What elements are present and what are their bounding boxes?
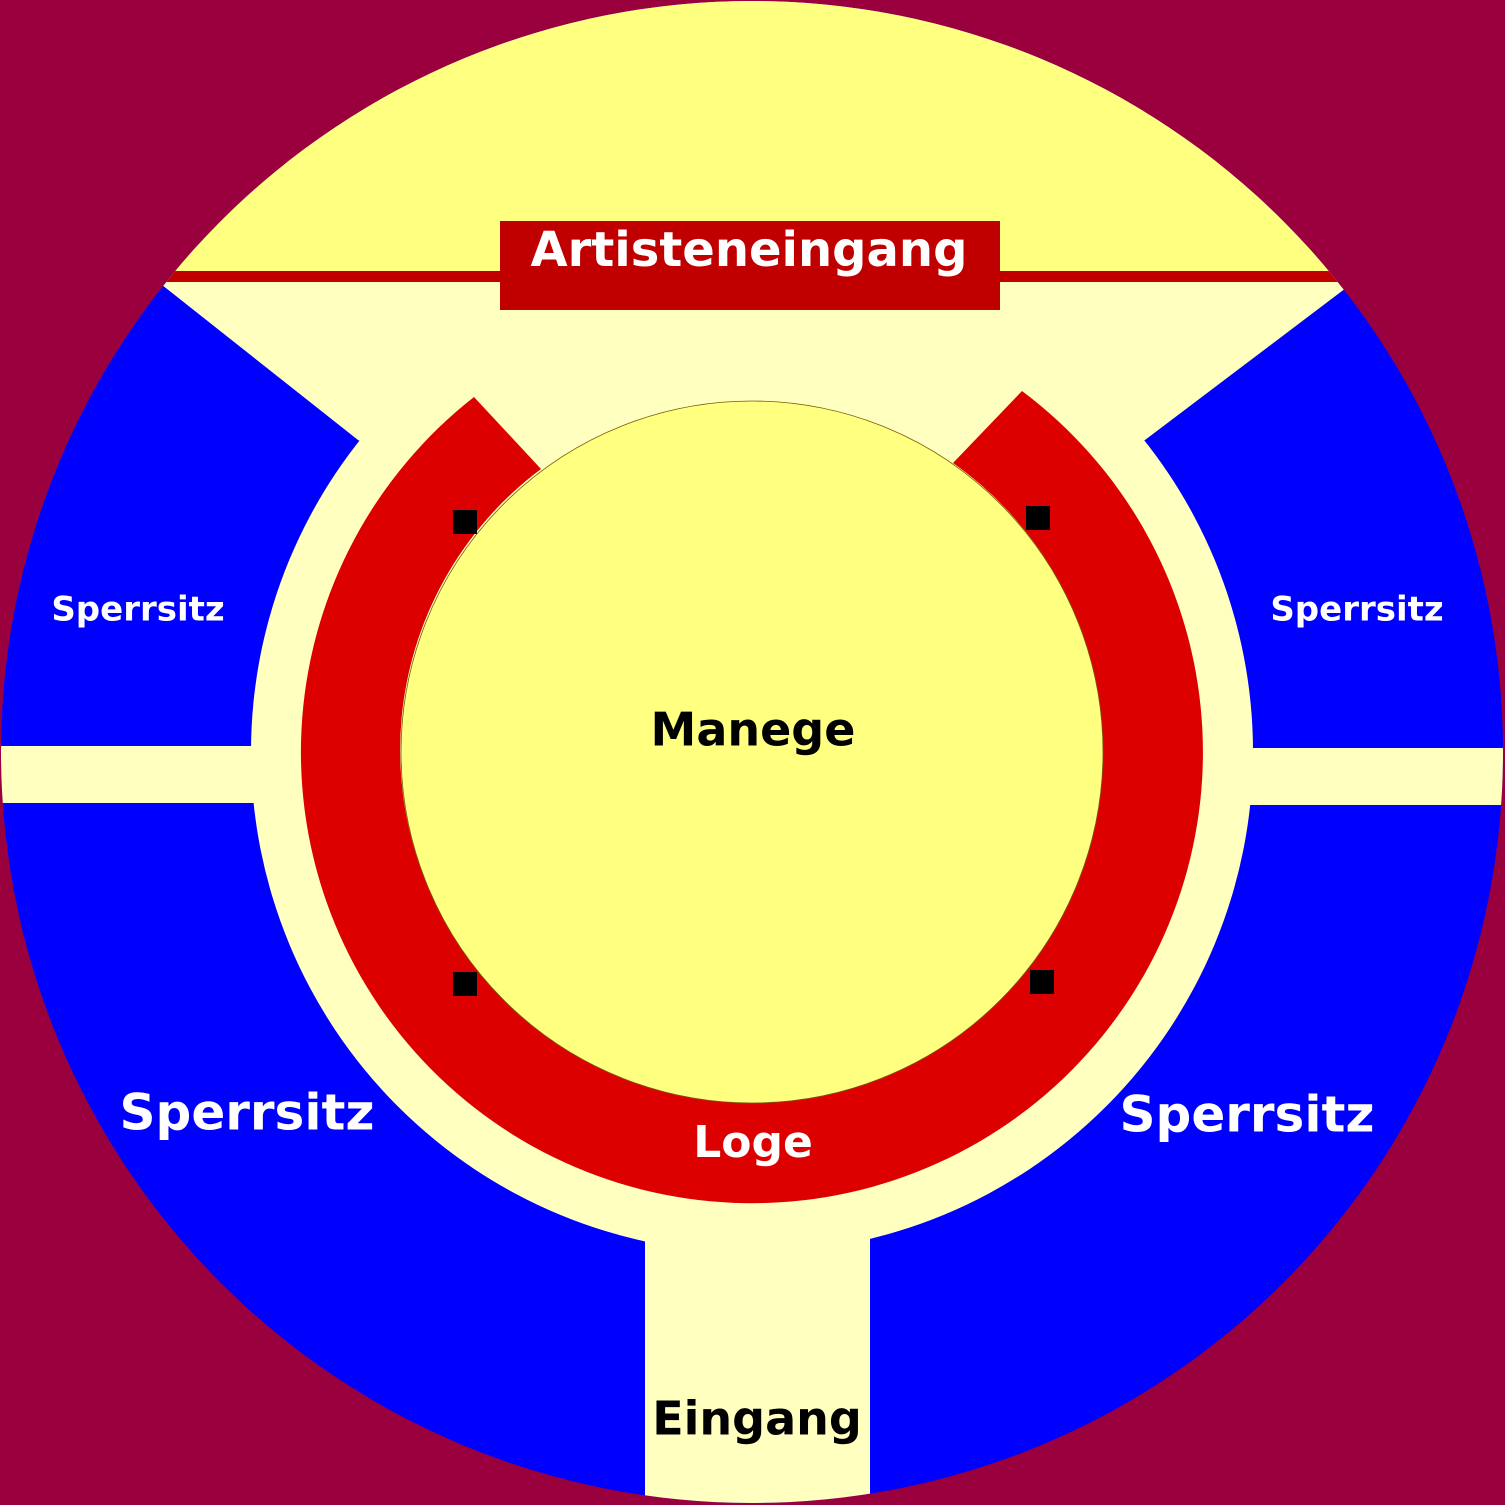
- entrance-label: Eingang: [652, 1392, 862, 1446]
- manege-ring: [400, 400, 1104, 1104]
- seating-label-lower-right: Sperrsitz: [1120, 1086, 1375, 1144]
- manege-label: Manege: [651, 703, 856, 757]
- post-marker: [1030, 970, 1054, 994]
- loge-label: Loge: [693, 1117, 813, 1168]
- seating-label-lower-left: Sperrsitz: [120, 1084, 375, 1142]
- post-marker: [453, 510, 477, 534]
- artist-entrance-label: Artisteneingang: [531, 222, 968, 278]
- seating-label-upper-right: Sperrsitz: [1270, 590, 1443, 630]
- seating-label-upper-left: Sperrsitz: [51, 590, 224, 630]
- artist-entrance-box: [500, 221, 1000, 310]
- post-marker: [453, 972, 477, 996]
- post-marker: [1026, 506, 1050, 530]
